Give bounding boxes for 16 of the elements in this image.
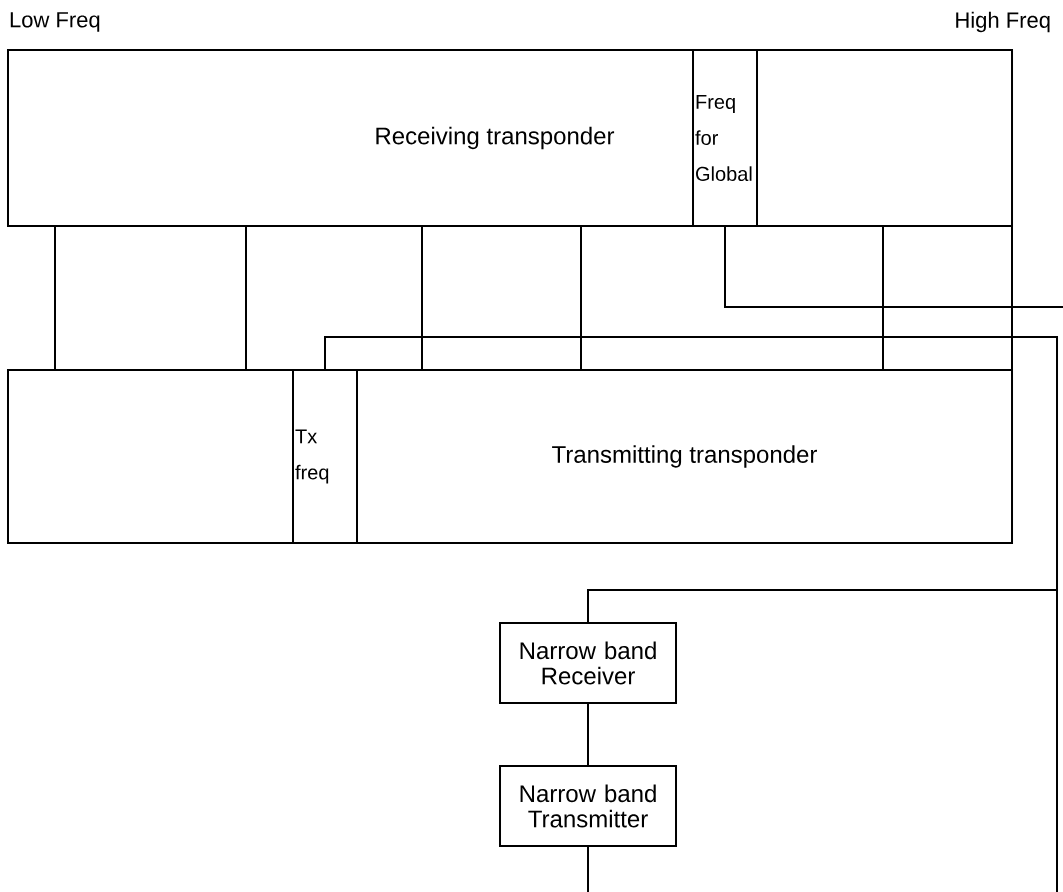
connector-line [882, 225, 884, 371]
connector-line [580, 225, 582, 371]
connector-line [724, 226, 1063, 308]
process-box: Narrow band Receiver [499, 622, 677, 704]
connector-line [587, 846, 589, 892]
connector-line [245, 225, 247, 371]
axis-label: Low Freq [10, 12, 100, 32]
process-box: Narrow band Transmitter [499, 765, 677, 847]
connector-line [324, 336, 1058, 892]
cell-box: Tx freq [292, 369, 358, 544]
connector-line [54, 225, 56, 371]
connector-line [421, 225, 423, 371]
axis-label: High Freq [956, 11, 1050, 33]
cell-box: Freq for Global [692, 49, 758, 227]
connector-line [587, 703, 589, 766]
connector-line [1011, 225, 1013, 371]
